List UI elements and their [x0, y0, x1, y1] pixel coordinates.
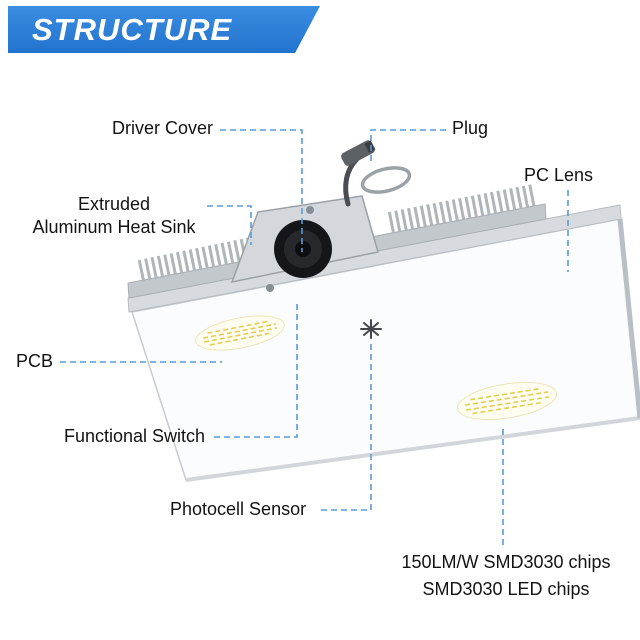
- photocell-sensor-mark: [360, 319, 382, 339]
- functional-switch-label: Functional Switch: [64, 426, 206, 446]
- heat-sink-fins-right: [387, 184, 537, 234]
- heat-sink-fins-left: [137, 235, 265, 282]
- plug-assembly: [341, 140, 412, 207]
- panel-end-cap: [617, 218, 640, 419]
- photocell-sensor-label: Photocell Sensor: [170, 499, 307, 519]
- screw-icon: [306, 206, 314, 214]
- structure-banner: STRUCTURE: [8, 6, 320, 53]
- fixture-body: [127, 140, 640, 482]
- heat-sink-leader: [207, 205, 252, 245]
- heat-sink-label: Extruded Aluminum Heat Sink: [10, 193, 218, 239]
- cable-loop: [360, 166, 412, 194]
- driver-cover-leader: [220, 129, 303, 252]
- panel-bottom-edge: [185, 416, 640, 482]
- plug-label: Plug: [452, 118, 489, 138]
- heat-sink-label-line2: Aluminum Heat Sink: [32, 217, 196, 237]
- functional-switch-leader: [214, 303, 298, 438]
- plug-leader: [370, 129, 446, 162]
- pcb-label: PCB: [16, 351, 54, 371]
- screw-icon: [266, 284, 274, 292]
- driver-cover-label: Driver Cover: [112, 118, 214, 138]
- led-glow-left: [195, 315, 285, 351]
- led-chips-label-line1: 150LM/W SMD3030 chips: [401, 552, 611, 572]
- led-glow-right: [457, 381, 557, 421]
- pc-lens-label: PC Lens: [524, 165, 594, 185]
- banner-title: STRUCTURE: [32, 11, 233, 47]
- heat-sink-label-line1: Extruded: [77, 194, 151, 214]
- driver-cover-assembly: [230, 195, 379, 292]
- leader-lines: [60, 129, 569, 545]
- led-chips-label: 150LM/W SMD3030 chips SMD3030 LED chips: [375, 549, 637, 603]
- photocell-sensor-leader: [321, 342, 372, 511]
- plug-head: [341, 140, 376, 166]
- led-chips-label-line2: SMD3030 LED chips: [422, 579, 590, 599]
